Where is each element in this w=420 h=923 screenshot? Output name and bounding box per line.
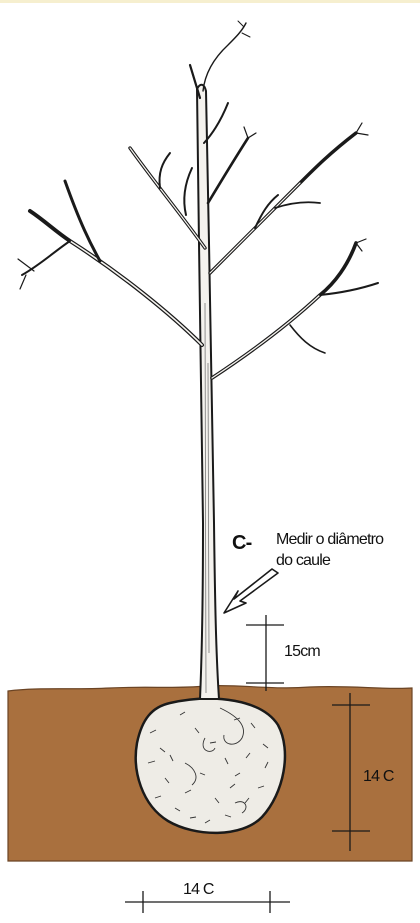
annotation-text-line1: Medir o diâmetro — [276, 531, 383, 549]
annotation-text-line2: do caule — [276, 552, 330, 570]
stem-height-marker — [246, 615, 284, 691]
annotation-code: C- — [232, 532, 252, 555]
root-ball — [136, 699, 285, 833]
stem-height-label: 15cm — [284, 643, 320, 661]
root-ball-width-label: 14 C — [183, 881, 214, 899]
tree-planting-illustration — [0, 3, 420, 923]
measure-arrow — [224, 569, 278, 613]
root-ball-depth-label: 14 C — [363, 768, 394, 786]
